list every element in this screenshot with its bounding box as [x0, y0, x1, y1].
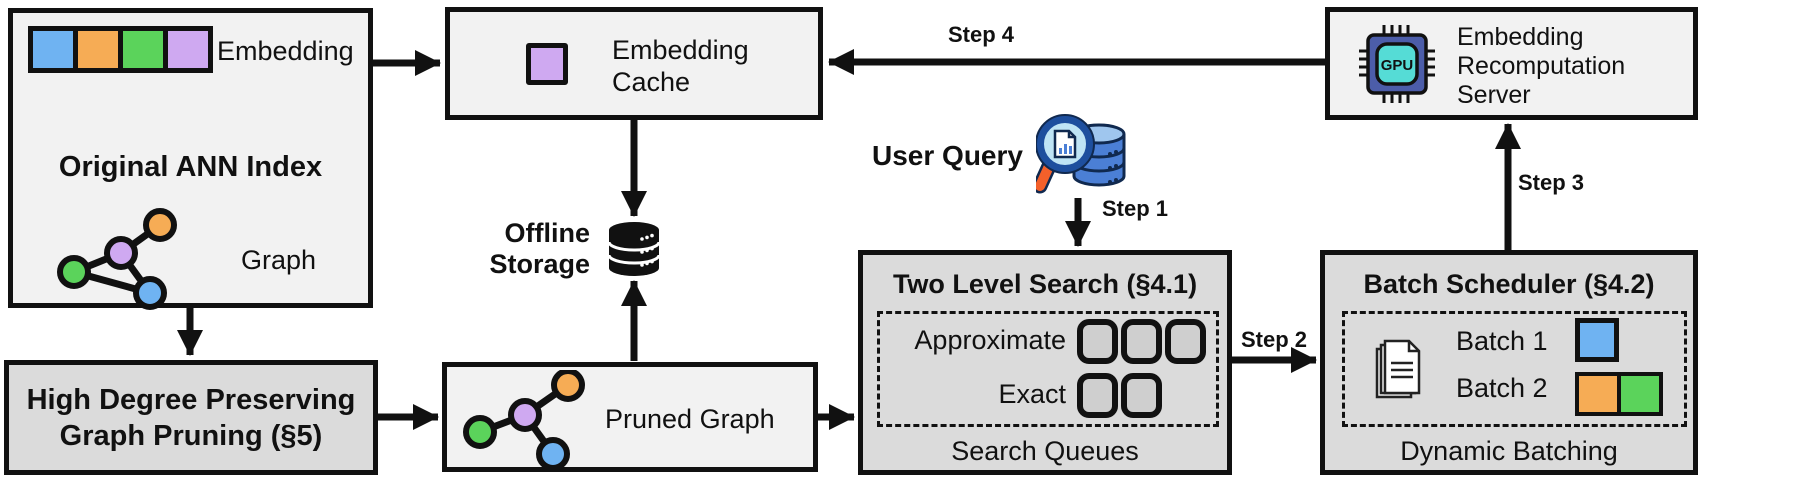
recomputation-server-title: Embedding Recomputation Server: [1457, 23, 1626, 109]
queue-slot: [1121, 373, 1162, 418]
batch2-chips: [1575, 372, 1663, 416]
offline-storage-database-icon: [607, 222, 661, 276]
queue-slot: [1077, 319, 1118, 364]
box-embedding-cache: Embedding Cache: [445, 7, 823, 120]
box-original-ann-index: Embedding Original ANN Index Graph: [8, 8, 373, 310]
dynamic-batching-region: [1342, 311, 1687, 427]
embedding-vector-icon: [28, 26, 213, 73]
embedding-cache-title: Embedding Cache: [612, 35, 749, 97]
original-ann-index-title: Original ANN Index: [58, 151, 323, 183]
offline-storage-label: Offline Storage: [489, 218, 590, 279]
graph-pruning-title: High Degree Preserving Graph Pruning (§5…: [9, 382, 373, 454]
queue-slot: [1077, 373, 1118, 418]
graph-icon: [57, 208, 177, 310]
pruned-graph-icon: [463, 370, 585, 470]
documents-icon: [1375, 339, 1421, 399]
exact-label: Exact: [998, 379, 1066, 409]
embedding-cell-purple: [168, 31, 208, 68]
box-recomputation-server: GPU Embedding Recomputation Server: [1325, 7, 1698, 120]
search-queues-label: Search Queues: [951, 436, 1139, 466]
pruned-graph-label: Pruned Graph: [605, 404, 775, 434]
embedding-cell-green: [123, 31, 163, 68]
step4-label: Step 4: [947, 22, 1015, 47]
embedding-cell-blue: [33, 31, 73, 68]
box-pruned-graph: Pruned Graph: [442, 362, 818, 472]
batch2-label: Batch 2: [1456, 373, 1548, 403]
embedding-cell-orange: [78, 31, 118, 68]
box-batch-scheduler: Batch Scheduler (§4.2) Batch 1 Batch 2 D…: [1320, 250, 1698, 475]
box-two-level-search: Two Level Search (§4.1) Approximate Exac…: [858, 250, 1232, 475]
step3-label: Step 3: [1518, 170, 1585, 195]
graph-label: Graph: [241, 245, 317, 275]
batch-scheduler-title: Batch Scheduler (§4.2): [1363, 269, 1655, 299]
user-query-icon: [1036, 114, 1126, 194]
search-queues-region: [877, 311, 1219, 427]
dynamic-batching-label: Dynamic Batching: [1400, 436, 1618, 466]
batch1-label: Batch 1: [1456, 326, 1548, 356]
box-graph-pruning: High Degree Preserving Graph Pruning (§5…: [4, 360, 378, 475]
approximate-queue-slots: [1077, 319, 1206, 364]
gpu-chip-icon: GPU: [1359, 25, 1435, 103]
step1-label: Step 1: [1102, 196, 1169, 221]
queue-slot: [1165, 319, 1206, 364]
cached-embedding-icon: [526, 43, 568, 85]
user-query-label: User Query: [872, 140, 1023, 171]
queue-slot: [1121, 319, 1162, 364]
batch2-chip-green: [1621, 376, 1659, 412]
two-level-search-title: Two Level Search (§4.1): [892, 269, 1198, 299]
graph-pruning-title-line2: Graph Pruning (§5): [59, 420, 323, 452]
step2-label: Step 2: [1241, 327, 1308, 352]
exact-queue-slots: [1077, 373, 1162, 418]
embedding-label: Embedding: [217, 36, 354, 66]
batch1-chip: [1575, 318, 1619, 362]
graph-pruning-title-line1: High Degree Preserving: [26, 384, 356, 416]
gpu-chip-label: GPU: [1381, 57, 1414, 74]
approximate-label: Approximate: [914, 325, 1066, 355]
batch2-chip-orange: [1579, 376, 1617, 412]
